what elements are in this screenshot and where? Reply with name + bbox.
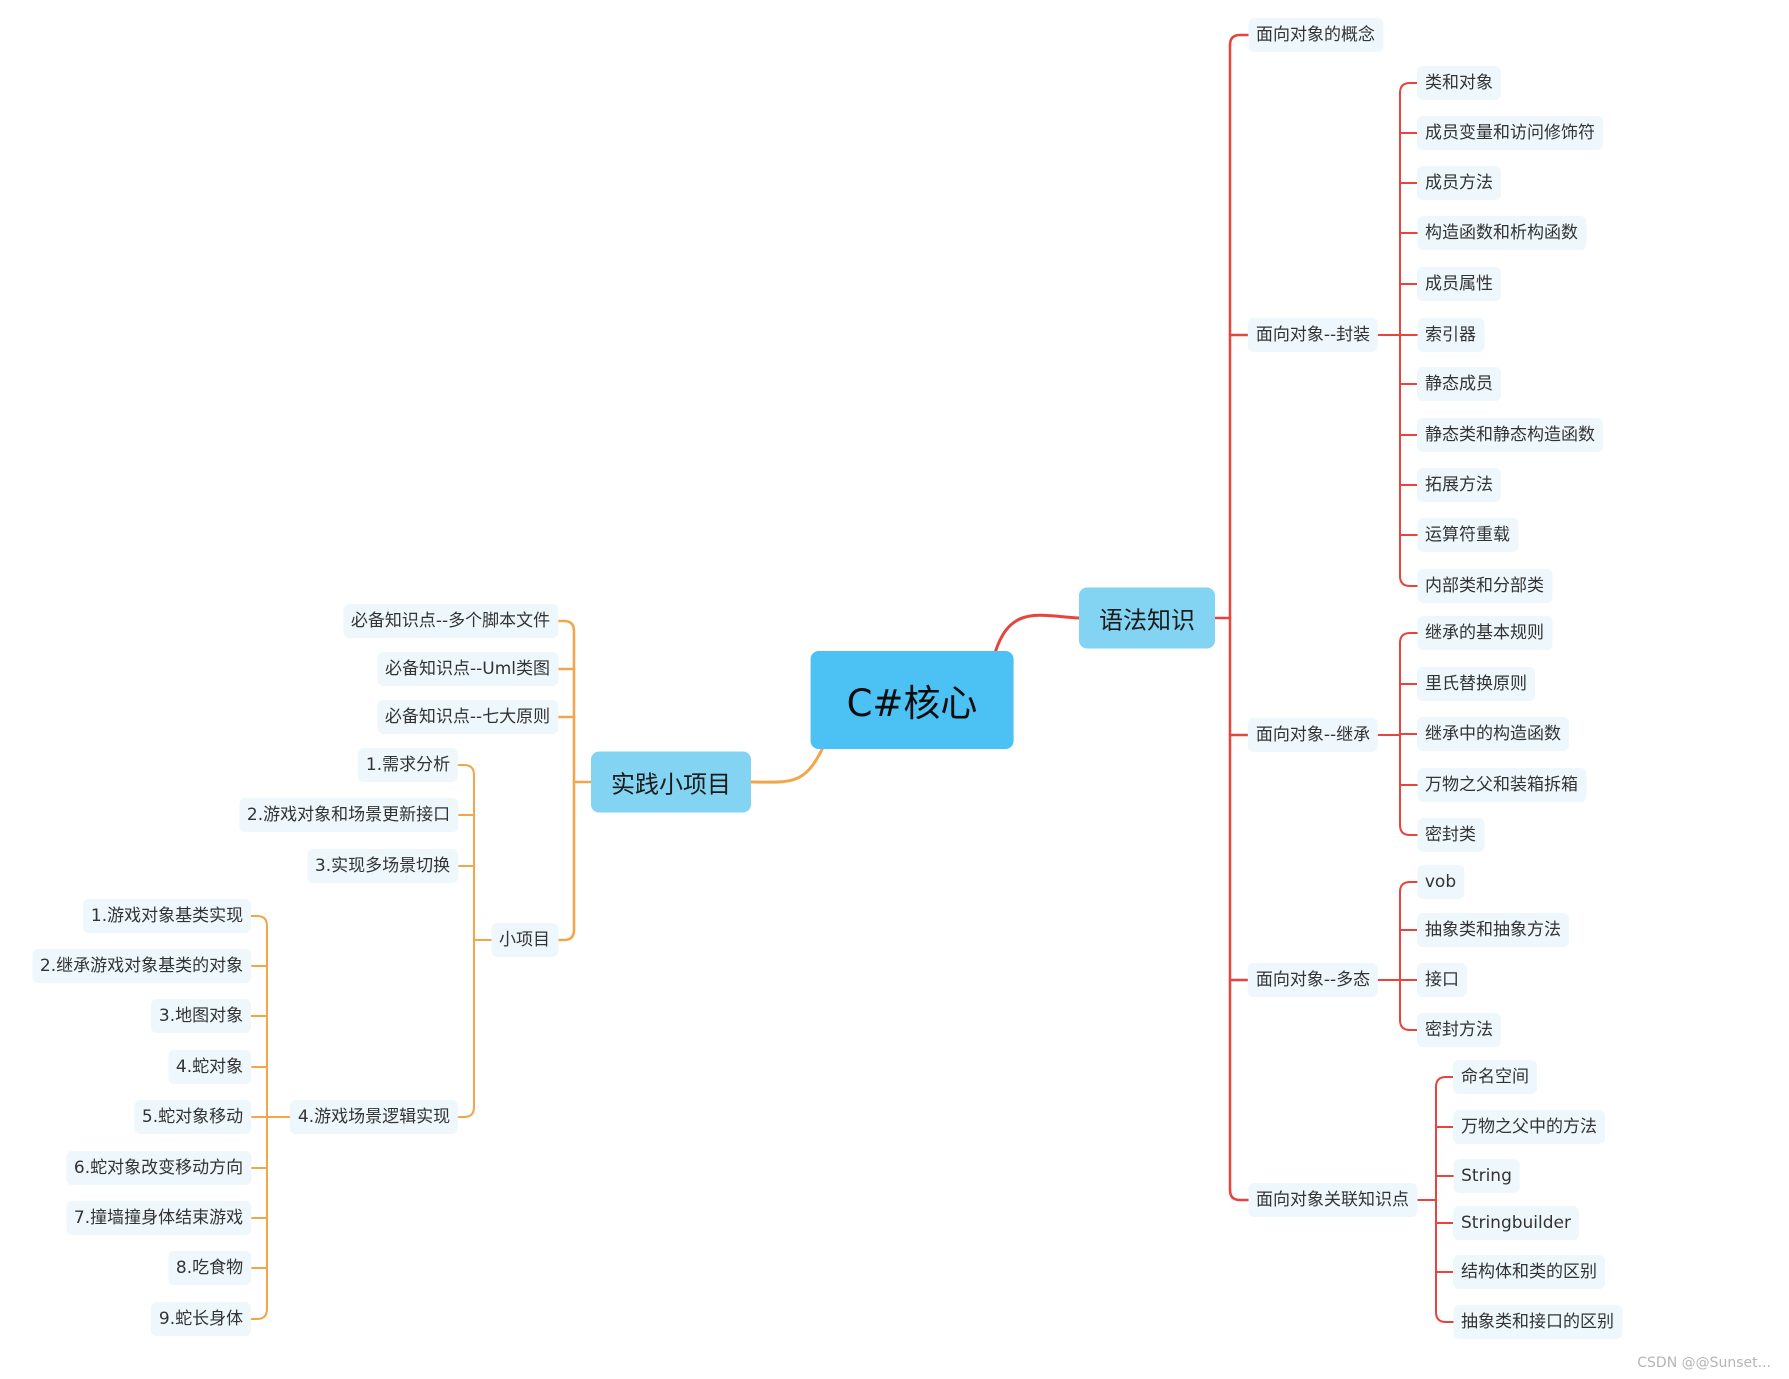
- enc-bracket-arm: [1399, 82, 1418, 94]
- logic-item[interactable]: 8.吃食物: [167, 1251, 252, 1285]
- inh-item[interactable]: 里氏替换原则: [1417, 667, 1535, 701]
- rel-item[interactable]: String: [1453, 1159, 1520, 1193]
- rel-item[interactable]: 抽象类和接口的区别: [1453, 1305, 1622, 1339]
- rel-item[interactable]: 结构体和类的区别: [1453, 1255, 1605, 1289]
- step-item[interactable]: 3.实现多场景切换: [306, 849, 459, 883]
- rel-item[interactable]: 命名空间: [1453, 1060, 1537, 1094]
- inh-bracket-arm: [1399, 632, 1419, 644]
- inh-item[interactable]: 密封类: [1417, 818, 1484, 852]
- node-game-logic[interactable]: 4.游戏场景逻辑实现: [289, 1100, 459, 1134]
- rel-item[interactable]: 万物之父中的方法: [1453, 1110, 1605, 1144]
- poly-item[interactable]: 接口: [1417, 963, 1467, 997]
- step-item[interactable]: 1.需求分析: [357, 748, 459, 782]
- inh-item[interactable]: 继承中的构造函数: [1417, 717, 1569, 751]
- logic-bracket-arm: [250, 1308, 268, 1320]
- rel-bracket-arm: [1435, 1311, 1455, 1323]
- inh-item[interactable]: 万物之父和装箱拆箱: [1417, 768, 1586, 802]
- poly-item[interactable]: 密封方法: [1417, 1013, 1501, 1047]
- inh-item[interactable]: 继承的基本规则: [1417, 616, 1552, 650]
- enc-item[interactable]: 运算符重载: [1417, 518, 1518, 552]
- enc-item[interactable]: 类和对象: [1417, 66, 1501, 100]
- branch-practice[interactable]: 实践小项目: [591, 751, 751, 813]
- prereq-item[interactable]: 必备知识点--Uml类图: [377, 652, 558, 686]
- inh-bracket-arm: [1399, 824, 1419, 836]
- poly-item[interactable]: vob: [1416, 865, 1465, 899]
- enc-item[interactable]: 成员变量和访问修饰符: [1417, 116, 1603, 150]
- logic-item[interactable]: 6.蛇对象改变移动方向: [65, 1151, 252, 1185]
- poly-bracket-arm: [1399, 1019, 1418, 1031]
- project-bracket-arm: [457, 764, 475, 776]
- prereq-item[interactable]: 必备知识点--七大原则: [376, 700, 559, 734]
- root-node[interactable]: C#核心: [810, 651, 1014, 749]
- node-encapsulation[interactable]: 面向对象--封装: [1247, 318, 1379, 352]
- branch-syntax[interactable]: 语法知识: [1079, 587, 1215, 649]
- poly-bracket-arm: [1399, 881, 1419, 893]
- logic-item[interactable]: 5.蛇对象移动: [133, 1100, 252, 1134]
- rel-item[interactable]: Stringbuilder: [1453, 1206, 1579, 1240]
- project-bracket-arm: [457, 1106, 475, 1118]
- logic-item[interactable]: 1.游戏对象基类实现: [82, 899, 252, 933]
- root-to-syntax: [992, 613, 1081, 660]
- enc-bracket-arm: [1399, 575, 1419, 587]
- logic-item[interactable]: 9.蛇长身体: [150, 1302, 252, 1336]
- watermark: CSDN @@Sunset...: [1637, 1355, 1771, 1371]
- root-to-practice: [749, 740, 827, 784]
- enc-item[interactable]: 成员属性: [1417, 267, 1501, 301]
- enc-item[interactable]: 索引器: [1417, 318, 1484, 352]
- enc-item[interactable]: 静态成员: [1417, 367, 1501, 401]
- enc-item[interactable]: 静态类和静态构造函数: [1417, 418, 1603, 452]
- practice-bracket-arm: [557, 619, 576, 633]
- enc-item[interactable]: 内部类和分部类: [1417, 569, 1552, 603]
- poly-item[interactable]: 抽象类和抽象方法: [1417, 913, 1569, 947]
- enc-item[interactable]: 拓展方法: [1417, 468, 1501, 502]
- enc-item[interactable]: 构造函数和析构函数: [1417, 216, 1586, 250]
- enc-item[interactable]: 成员方法: [1417, 166, 1501, 200]
- rel-bracket-arm: [1435, 1076, 1454, 1088]
- practice-bracket-arm: [557, 928, 576, 942]
- node-oop-concept[interactable]: 面向对象的概念: [1248, 18, 1383, 52]
- logic-item[interactable]: 4.蛇对象: [167, 1050, 252, 1084]
- syntax-bracket-arm: [1228, 1188, 1250, 1202]
- logic-item[interactable]: 2.继承游戏对象基类的对象: [31, 949, 252, 983]
- prereq-item[interactable]: 必备知识点--多个脚本文件: [342, 604, 559, 638]
- node-small-project[interactable]: 小项目: [491, 923, 558, 957]
- node-related-knowledge[interactable]: 面向对象关联知识点: [1248, 1183, 1417, 1217]
- syntax-bracket-arm: [1228, 33, 1250, 47]
- logic-bracket-arm: [250, 915, 268, 927]
- node-polymorphism[interactable]: 面向对象--多态: [1247, 963, 1379, 997]
- node-inheritance[interactable]: 面向对象--继承: [1247, 718, 1379, 752]
- logic-item[interactable]: 3.地图对象: [150, 999, 252, 1033]
- step-item[interactable]: 2.游戏对象和场景更新接口: [238, 798, 459, 832]
- logic-item[interactable]: 7.撞墙撞身体结束游戏: [65, 1201, 252, 1235]
